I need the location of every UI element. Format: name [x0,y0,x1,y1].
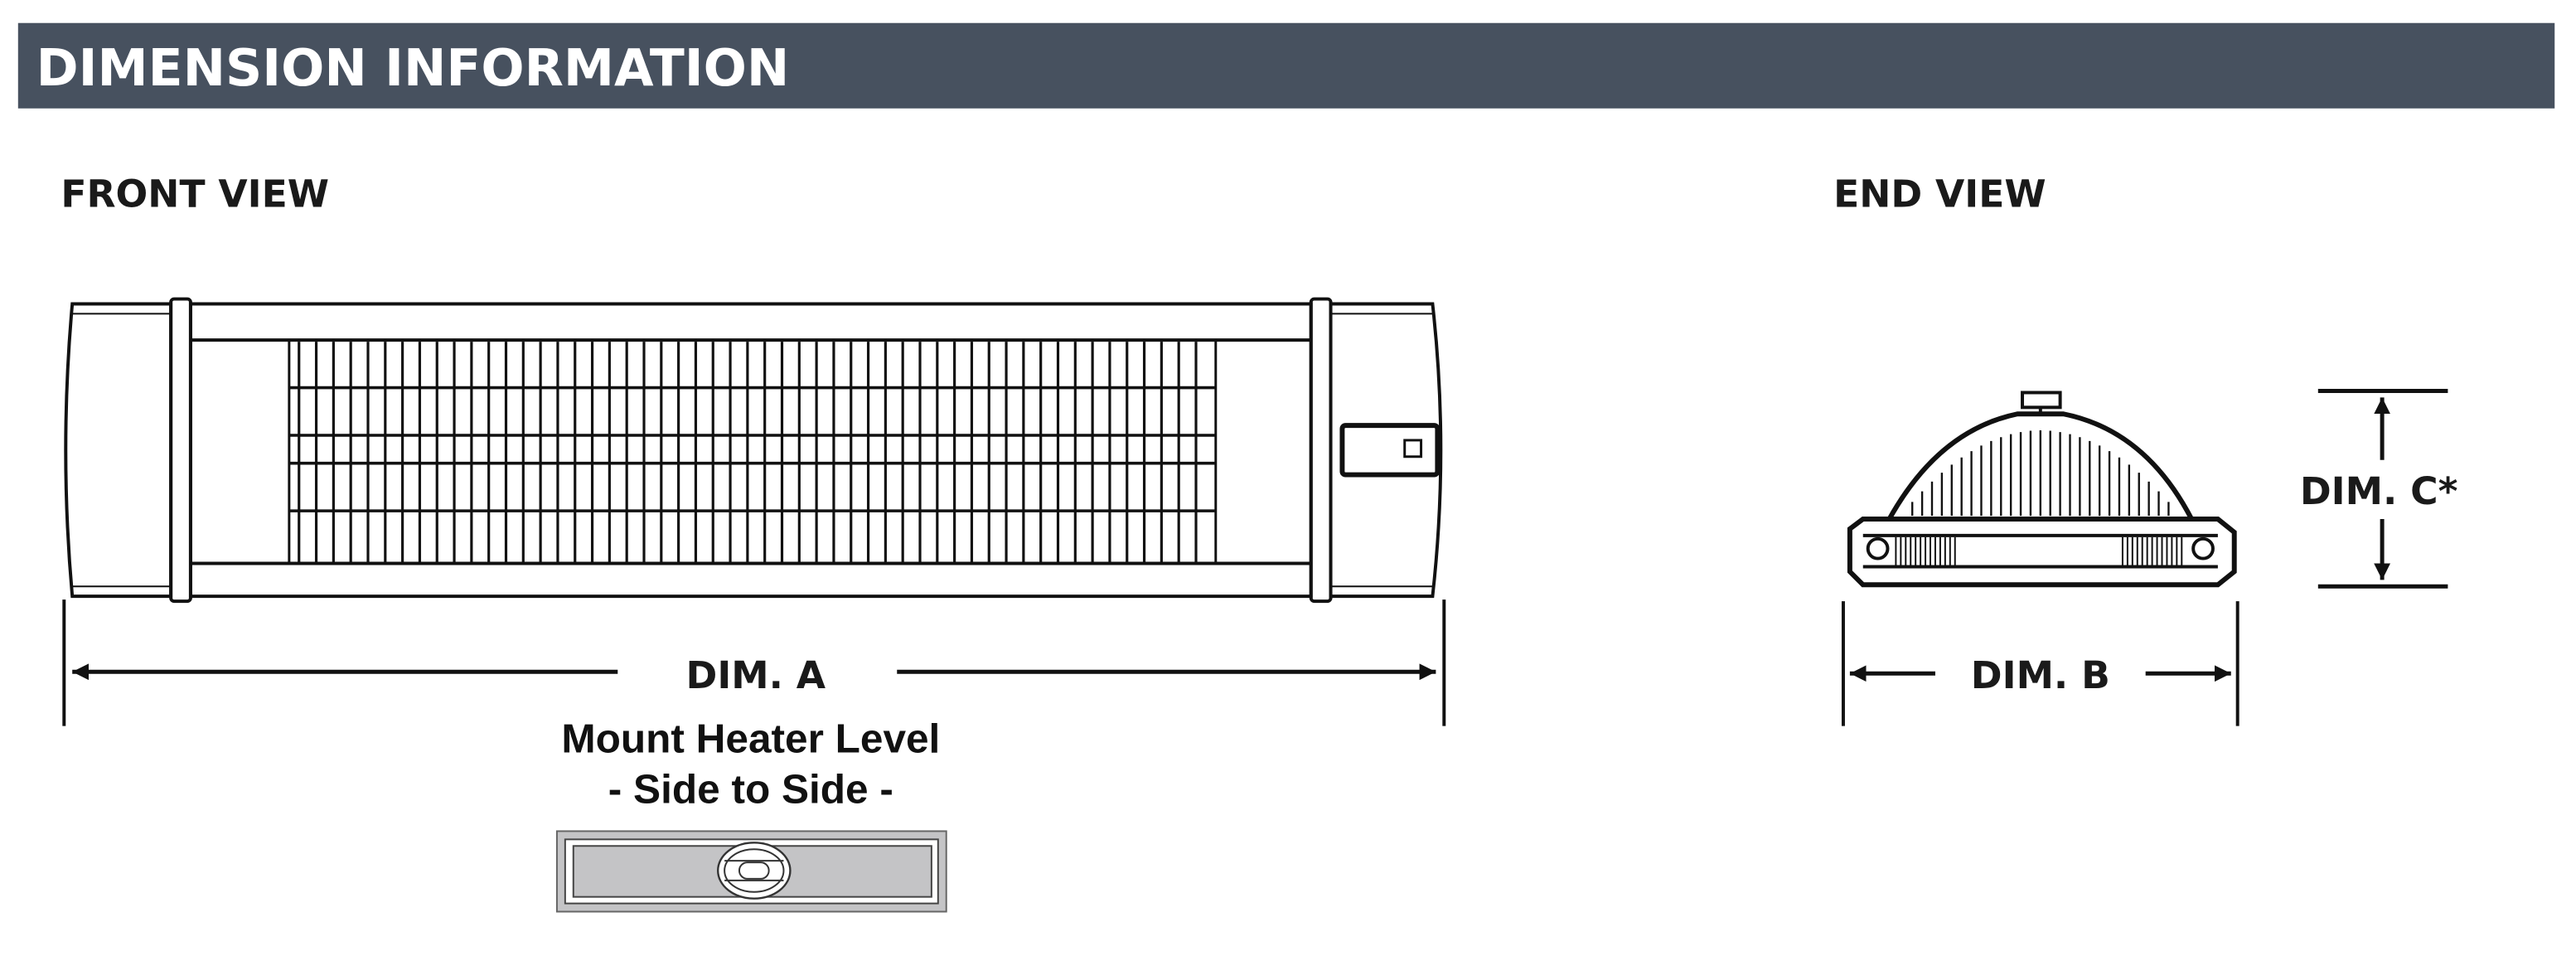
mount-note-line1: Mount Heater Level [561,716,940,761]
end-view-label: END VIEW [1833,172,2046,216]
grille-frame [288,338,1218,565]
power-switch-icon [1403,439,1423,459]
dim-b-label: DIM. B [1971,653,2110,697]
level-icon [555,830,947,913]
dim-a-label: DIM. A [685,653,826,697]
dim-b-indicator: DIM. B [1841,601,2239,726]
header-bar: DIMENSION INFORMATION [17,22,2555,109]
dim-c-label: DIM. C* [2300,469,2458,513]
dim-a-indicator: DIM. A [62,599,1446,726]
end-view-ribs [1895,430,2183,565]
mount-note-line2: - Side to Side - [608,767,893,813]
heater-front-drawing [64,297,1443,604]
header-title: DIMENSION INFORMATION [36,39,790,98]
heater-grille [288,338,1218,565]
front-view-label: FRONT VIEW [61,172,329,216]
heater-end-drawing [1847,391,2237,588]
dim-c-indicator: DIM. C* [2300,389,2458,589]
